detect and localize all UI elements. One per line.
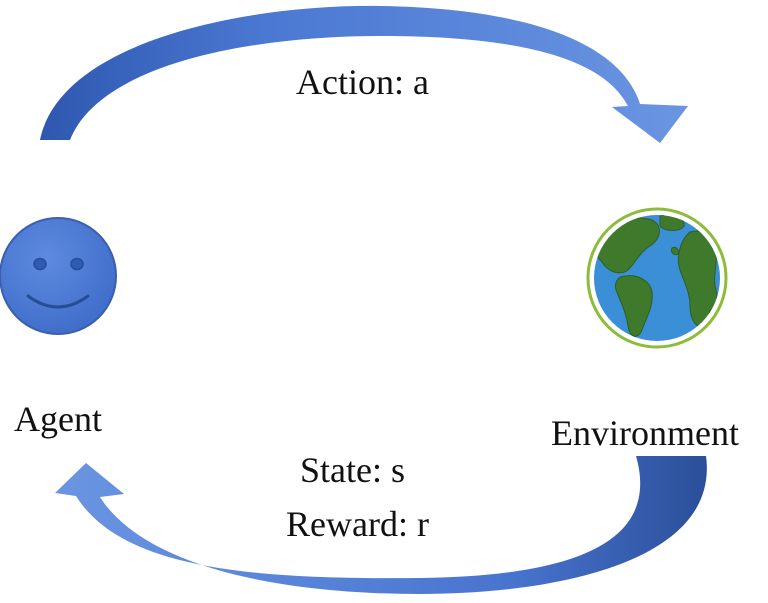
state-label: State: s (300, 450, 405, 490)
agent-label: Agent (14, 399, 102, 439)
action-arrow (40, 5, 688, 143)
environment-label: Environment (551, 413, 739, 453)
state-reward-arrow (55, 456, 707, 594)
action-label: Action: a (296, 62, 429, 102)
reward-label: Reward: r (286, 504, 429, 544)
smiley-face-icon (0, 217, 117, 335)
earth-globe-icon (586, 207, 728, 349)
